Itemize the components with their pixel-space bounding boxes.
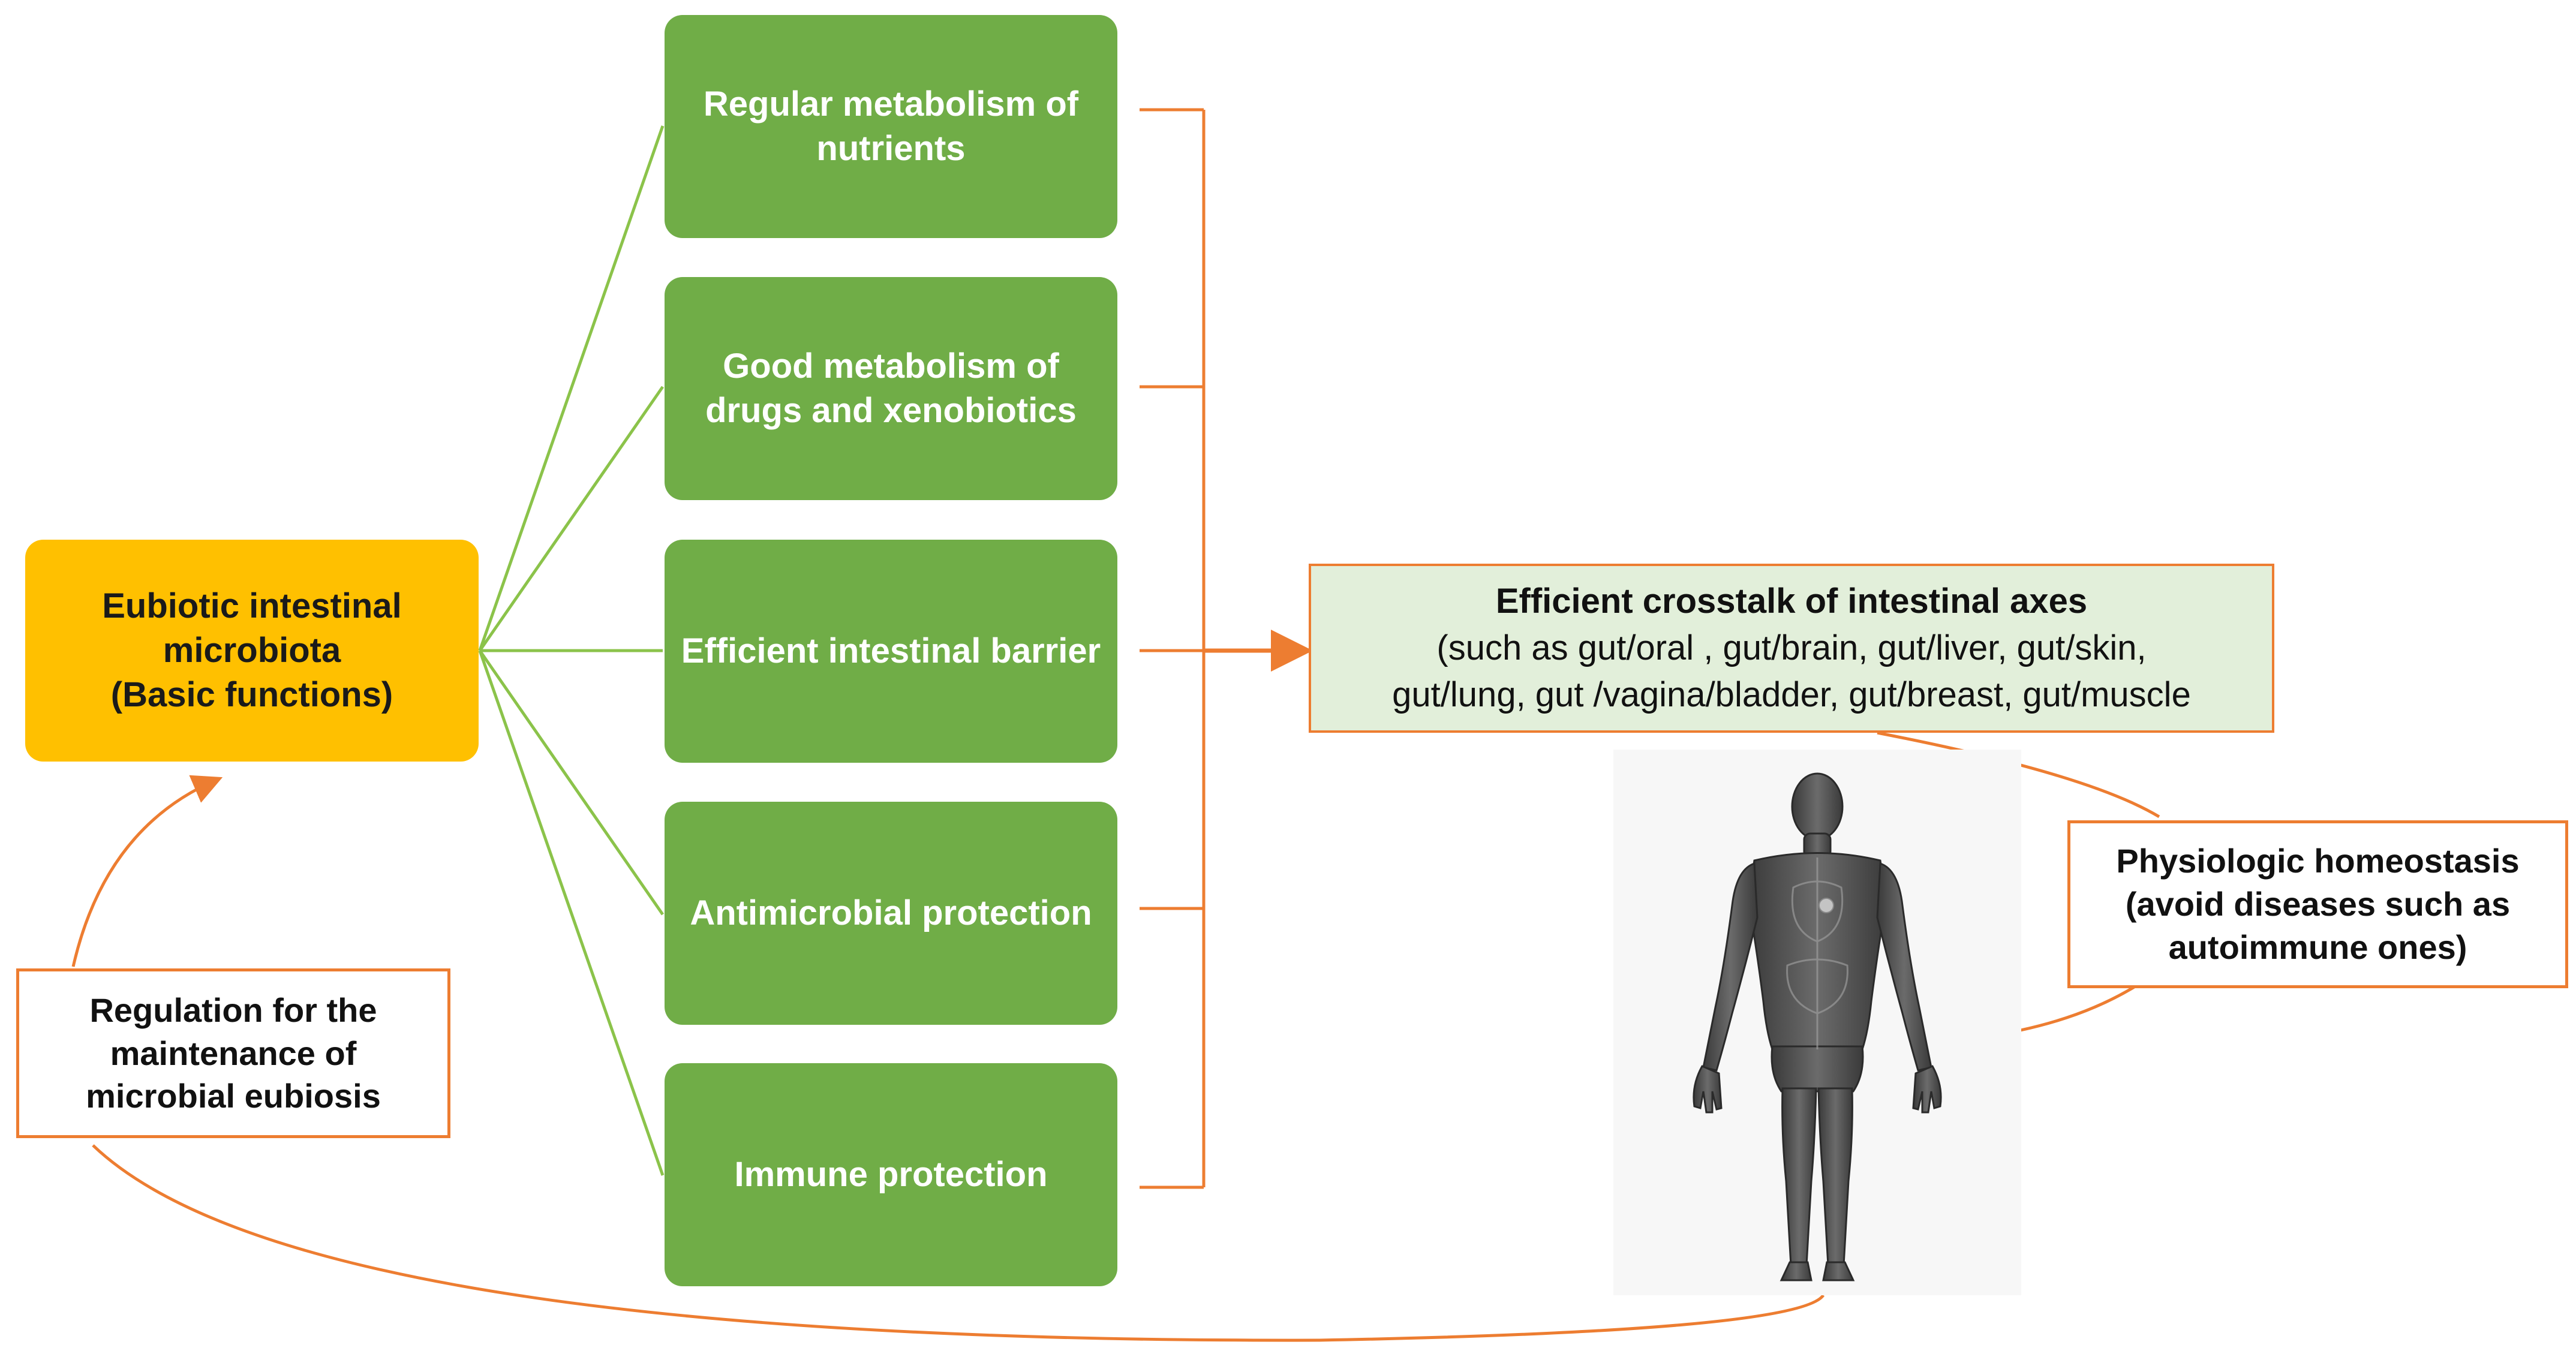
regulation-box: Regulation for the maintenance of microb… — [16, 968, 450, 1138]
crosstalk-title: Efficient crosstalk of intestinal axes — [1495, 581, 2088, 621]
function-box-nutrients: Regular metabolism of nutrients — [665, 15, 1117, 238]
homeostasis-box: Physiologic homeostasis (avoid diseases … — [2067, 820, 2568, 988]
human-body-anatomy-icon — [1693, 772, 1942, 1281]
function-label: drugs and xenobiotics — [705, 391, 1077, 430]
function-label: Immune protection — [734, 1154, 1048, 1194]
homeostasis-line-3: autoimmune ones) — [2168, 928, 2467, 966]
regulation-line-2: maintenance of — [110, 1034, 357, 1072]
function-label: Antimicrobial protection — [690, 893, 1092, 932]
bracket — [1140, 108, 1206, 1189]
crosstalk-detail-line-1: (such as gut/oral , gut/brain, gut/liver… — [1436, 628, 2147, 667]
function-label: Good metabolism of — [723, 346, 1059, 386]
central-node-line-1: Eubiotic intestinal — [102, 586, 402, 625]
function-box-immune: Immune protection — [665, 1063, 1117, 1286]
function-box-antimicrobial: Antimicrobial protection — [665, 802, 1117, 1025]
fan-line-5 — [478, 650, 665, 1176]
central-node: Eubiotic intestinal microbiota (Basic fu… — [25, 540, 479, 762]
crosstalk-to-homeostasis-curve — [1877, 731, 2160, 819]
function-box-barrier: Efficient intestinal barrier — [665, 540, 1117, 763]
function-box-drugs: Good metabolism of drugs and xenobiotics — [665, 277, 1117, 500]
fan-line-1 — [478, 125, 665, 651]
human-to-regulation-curve — [92, 1144, 1825, 1342]
central-node-line-3: (Basic functions) — [110, 675, 393, 715]
fan-line-4 — [478, 649, 665, 916]
regulation-to-central-arrow — [71, 775, 223, 967]
fan-lines — [478, 125, 665, 1176]
fan-line-2 — [478, 386, 665, 652]
central-node-line-2: microbiota — [163, 630, 341, 670]
function-label: nutrients — [816, 129, 966, 168]
homeostasis-line-1: Physiologic homeostasis — [2116, 842, 2520, 880]
human-body-illustration — [1613, 750, 2021, 1295]
regulation-line-3: microbial eubiosis — [86, 1077, 381, 1115]
regulation-line-1: Regulation for the — [89, 991, 377, 1029]
crosstalk-detail-line-2: gut/lung, gut /vagina/bladder, gut/breas… — [1392, 675, 2191, 715]
crosstalk-box: Efficient crosstalk of intestinal axes (… — [1309, 564, 2274, 733]
homeostasis-line-2: (avoid diseases such as — [2125, 885, 2511, 923]
function-label: Regular metabolism of — [703, 84, 1079, 124]
function-label: Efficient intestinal barrier — [681, 631, 1101, 670]
